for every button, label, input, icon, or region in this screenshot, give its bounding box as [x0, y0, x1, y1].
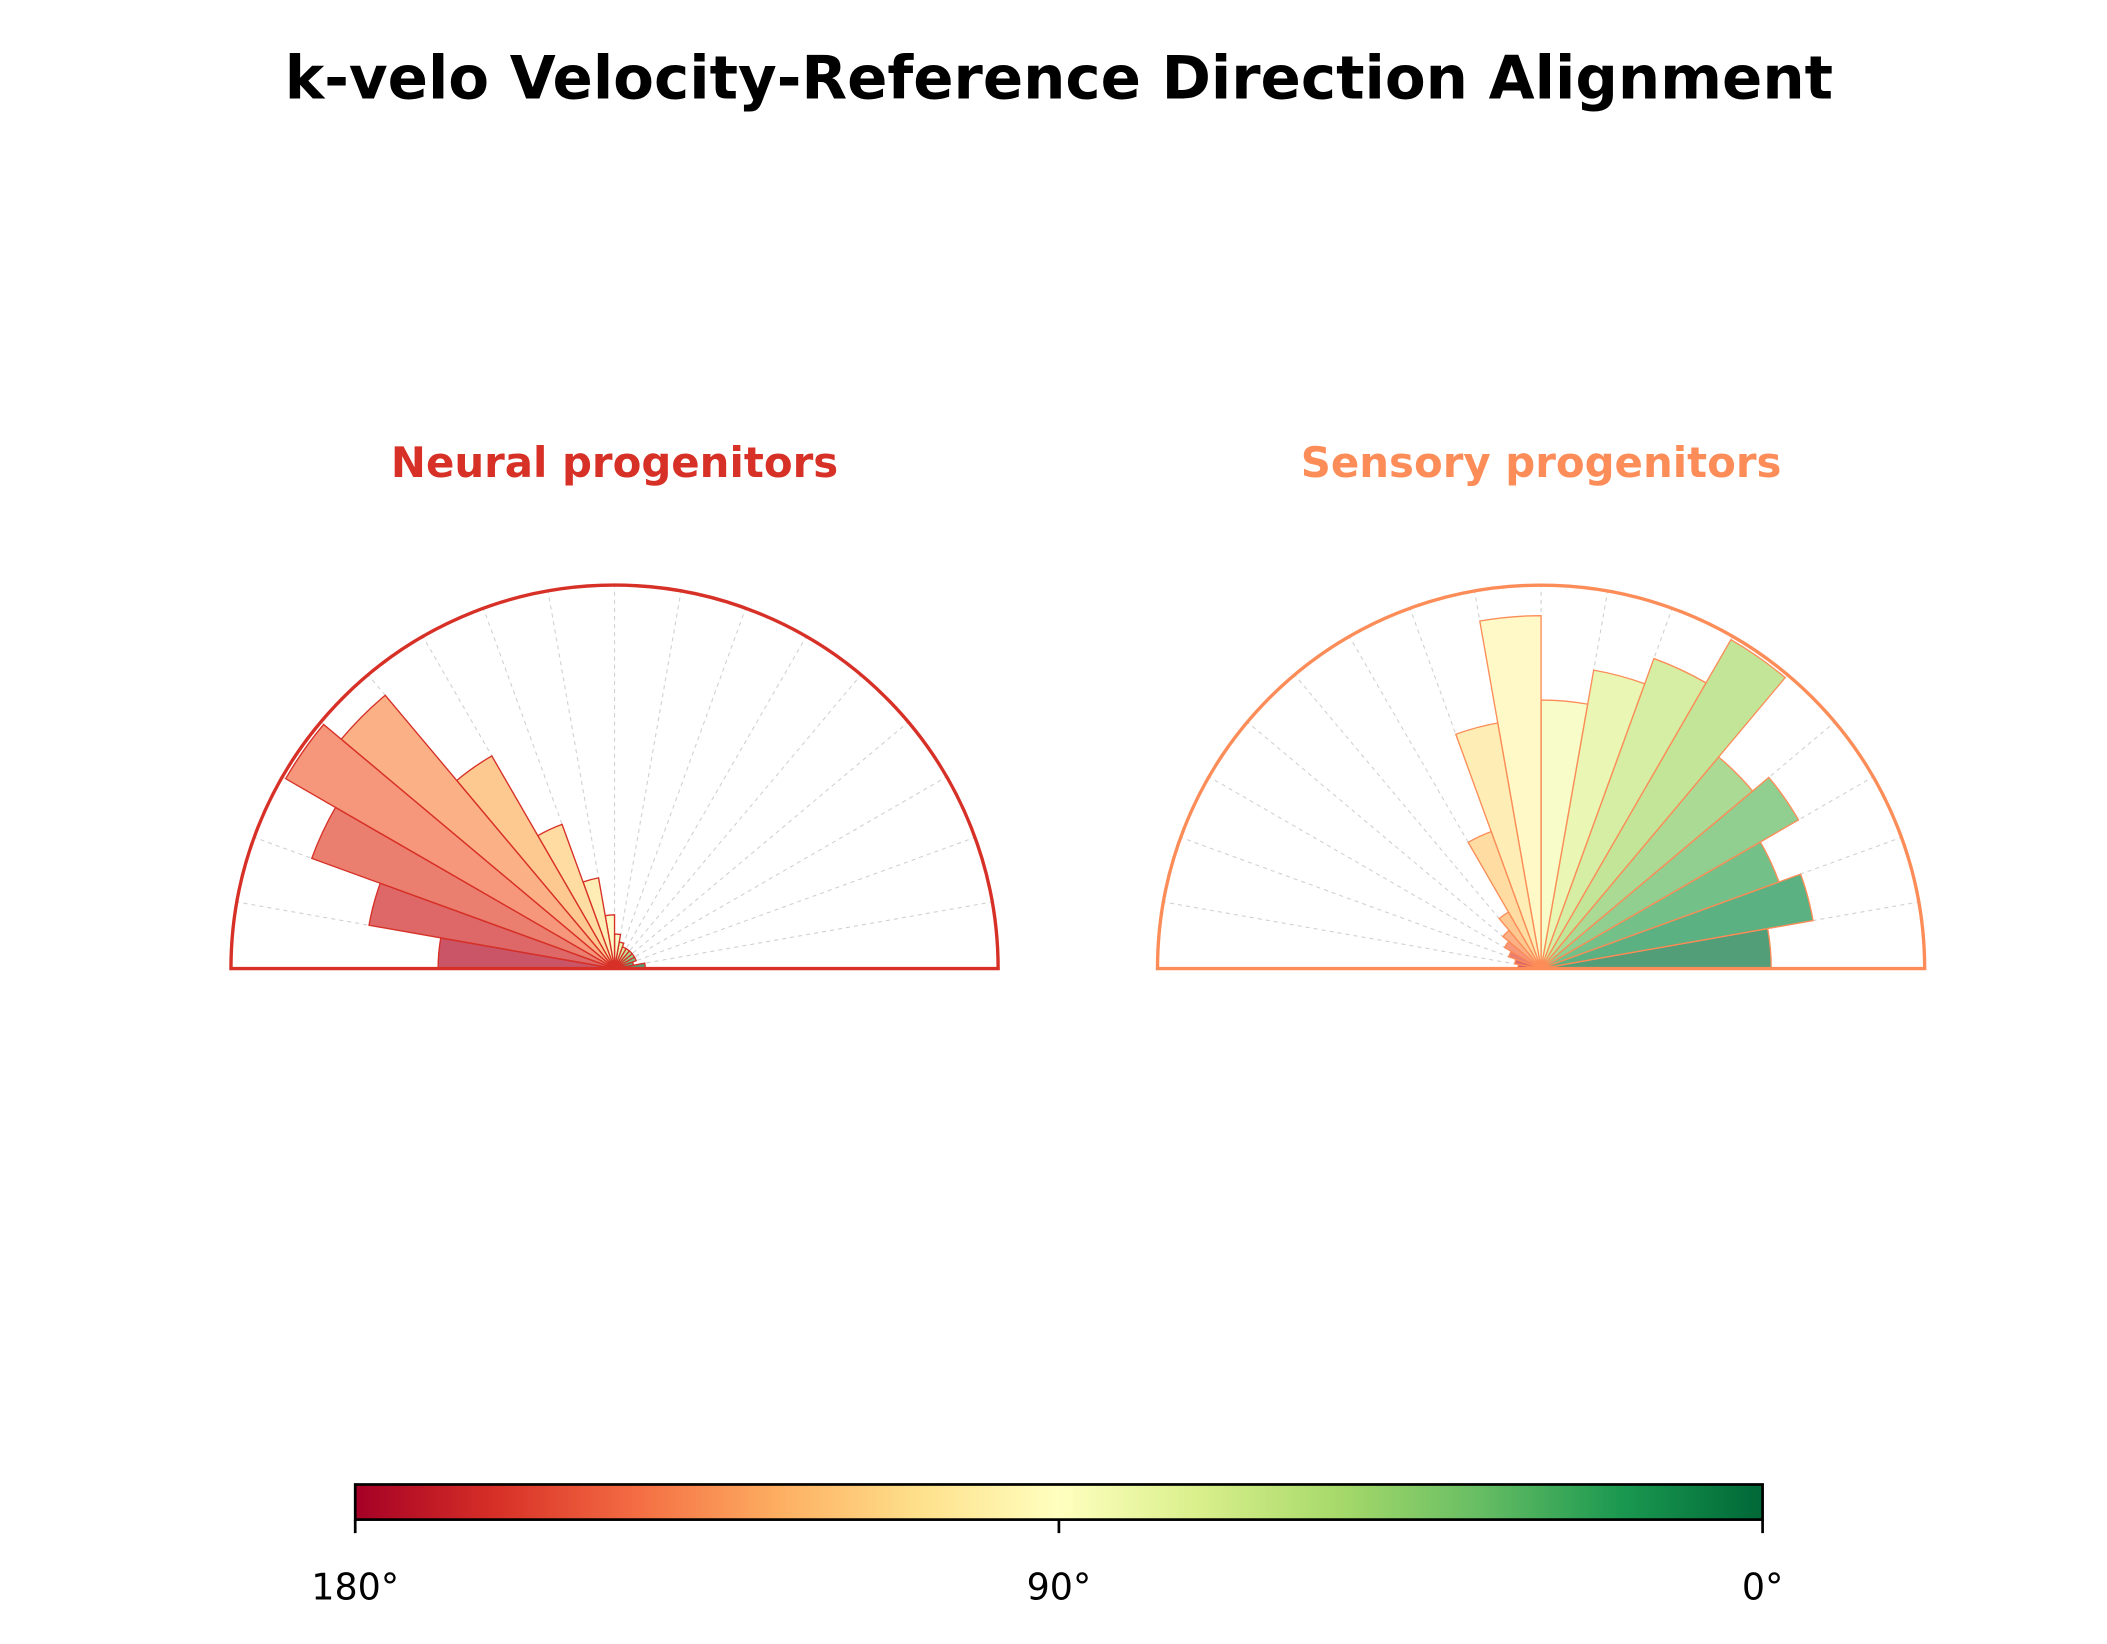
polar-bars — [1454, 614, 1814, 970]
polar-bar — [284, 723, 615, 970]
grid-spoke — [1163, 901, 1542, 970]
grid-spoke — [1208, 776, 1542, 970]
grid-spoke — [1540, 901, 1919, 970]
polar-bar — [1540, 669, 1646, 969]
polar-bar — [1540, 873, 1814, 970]
grid-spoke — [614, 836, 976, 970]
grid-spoke — [1180, 836, 1542, 970]
grid-spoke — [614, 721, 909, 969]
grid-spoke — [614, 636, 807, 969]
polar-frame — [229, 583, 1000, 971]
polar-bar — [1501, 929, 1542, 970]
polar-bar — [1540, 657, 1707, 969]
colorbar-tick-label: 0° — [1742, 1565, 1783, 1608]
polar-bar — [1540, 638, 1787, 969]
colorbar-gradient — [353, 1483, 1764, 1521]
polar-bar — [368, 882, 615, 970]
grid-spoke — [1409, 607, 1542, 969]
figure-title: k-velo Velocity-Reference Direction Alig… — [285, 45, 1833, 114]
panel-title-neural: Neural progenitors — [391, 438, 838, 487]
polar-bars — [284, 694, 646, 970]
grid-spoke — [1540, 590, 1609, 969]
grid-spoke — [1540, 836, 1902, 970]
polar-frame — [1155, 583, 1927, 971]
polar-bar — [1498, 911, 1542, 969]
grid-spoke — [236, 901, 615, 970]
grid-spoke — [1246, 721, 1542, 969]
polar-bar — [310, 806, 615, 970]
polar-bar — [1467, 830, 1542, 969]
panel-title-sensory: Sensory progenitors — [1301, 438, 1782, 487]
grid-spoke — [614, 674, 862, 969]
grid-spoke — [1348, 636, 1542, 969]
polar-bar — [1513, 958, 1542, 970]
grid-spoke — [1540, 721, 1836, 969]
grid-spoke — [1294, 674, 1542, 969]
grid-spoke — [614, 607, 747, 969]
grid-spoke — [422, 636, 616, 969]
polar-panel-sensory: Sensory progenitors — [1155, 438, 1927, 971]
colorbar-tick-label: 180° — [311, 1565, 399, 1608]
colorbar-tick-label: 90° — [1027, 1565, 1092, 1608]
colorbar: 180° 90° 0° — [311, 1483, 1783, 1608]
polar-bar — [1454, 722, 1542, 969]
polar-bar — [1507, 950, 1542, 970]
grid-spoke — [547, 590, 616, 969]
polar-bar — [1540, 776, 1800, 970]
polar-panel-neural: Neural progenitors — [229, 438, 1000, 971]
grid-spoke — [1540, 776, 1874, 970]
grid-spoke — [614, 590, 682, 969]
grid-spoke — [614, 776, 948, 970]
grid-spoke — [614, 901, 993, 970]
polar-bar — [1503, 940, 1542, 970]
grid-spoke — [482, 607, 616, 969]
